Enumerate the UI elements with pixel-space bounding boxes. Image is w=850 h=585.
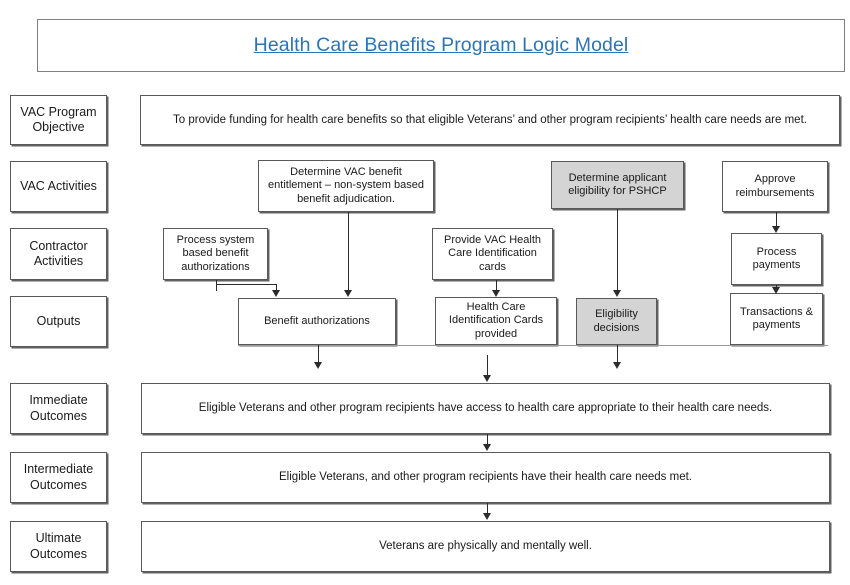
arrowhead-icon: [613, 362, 621, 369]
node-health-care-identification-cards-provided: Health Care Identification Cards provide…: [435, 297, 557, 345]
arrowhead-icon: [483, 513, 491, 520]
node-determine-applicant-eligibility-pshcp: Determine applicant eligibility for PSHC…: [551, 161, 684, 209]
arrowhead-icon: [272, 290, 280, 297]
connector-benefit-authorizations-drop: [318, 345, 319, 364]
row-label-text: VAC Program Objective: [20, 104, 97, 134]
outcome-text: Eligible Veterans and other program reci…: [198, 402, 773, 415]
node-label: Eligibility decisions: [593, 308, 640, 334]
connector-eligibility-decisions-drop: [617, 345, 618, 364]
page-title: Health Care Benefits Program Logic Model: [253, 33, 629, 56]
connector-process-system-drop: [276, 284, 277, 291]
node-eligibility-decisions: Eligibility decisions: [576, 298, 657, 345]
arrowhead-icon: [492, 290, 500, 297]
row-label-contractor-activities: Contractor Activities: [10, 228, 107, 280]
connector-entitlement-to-benefit-authorizations: [348, 212, 349, 291]
arrowhead-icon: [772, 226, 780, 233]
outcome-text: Veterans are physically and mentally wel…: [379, 540, 592, 553]
arrowhead-icon: [483, 375, 491, 382]
node-label: Health Care Identification Cards provide…: [448, 300, 544, 340]
arrowhead-icon: [344, 290, 352, 297]
arrowhead-icon: [483, 444, 491, 451]
outcome-box-immediate: Eligible Veterans and other program reci…: [141, 383, 830, 434]
row-label-vac-activities: VAC Activities: [10, 161, 107, 212]
node-benefit-authorizations: Benefit authorizations: [238, 298, 396, 345]
row-label-vac-program-objective: VAC Program Objective: [10, 95, 107, 145]
row-label-text: Intermediate Outcomes: [23, 462, 94, 492]
row-label-text: Contractor Activities: [29, 238, 88, 268]
arrowhead-icon: [613, 290, 621, 297]
node-label: Transactions & payments: [740, 305, 813, 331]
node-transactions-and-payments: Transactions & payments: [730, 293, 823, 345]
row-label-ultimate-outcomes: Ultimate Outcomes: [10, 521, 107, 572]
row-label-immediate-outcomes: Immediate Outcomes: [10, 383, 107, 434]
node-label: Process system based benefit authorizati…: [176, 233, 255, 273]
node-label: Process payments: [752, 245, 801, 271]
outcome-box-intermediate: Eligible Veterans, and other program rec…: [141, 452, 830, 503]
connector-process-system-elbow: [216, 284, 276, 285]
arrowhead-icon: [314, 362, 322, 369]
connector-provide-cards-to-cards-provided: [496, 280, 497, 291]
connector-immediate-to-intermediate: [487, 434, 488, 447]
node-label: Provide VAC Health Care Identification c…: [443, 233, 541, 273]
row-label-intermediate-outcomes: Intermediate Outcomes: [10, 452, 107, 503]
row-label-text: Immediate Outcomes: [29, 393, 88, 423]
node-provide-vac-health-care-identification-cards: Provide VAC Health Care Identification c…: [432, 228, 553, 280]
row-label-outputs: Outputs: [10, 296, 107, 347]
node-label: Determine VAC benefit entitlement – non-…: [268, 165, 424, 205]
diagram-title-box: Health Care Benefits Program Logic Model: [37, 19, 845, 72]
node-determine-vac-benefit-entitlement: Determine VAC benefit entitlement – non-…: [258, 160, 434, 212]
objective-box: To provide funding for health care benef…: [140, 95, 840, 145]
node-label: Approve reimbursements: [735, 173, 815, 199]
node-label: Determine applicant eligibility for PSHC…: [568, 171, 667, 197]
outcome-box-ultimate: Veterans are physically and mentally wel…: [141, 521, 830, 572]
row-label-text: VAC Activities: [20, 178, 97, 193]
arrowhead-icon: [772, 287, 780, 294]
connector-outputs-to-immediate-outcomes: [487, 355, 488, 377]
connector-process-system-to-benefit-authorizations: [216, 280, 217, 291]
connector-intermediate-to-ultimate: [487, 503, 488, 516]
node-process-system-based-benefit-authorizations: Process system based benefit authorizati…: [163, 228, 268, 280]
connector-approve-to-process-payments: [776, 212, 777, 226]
node-approve-reimbursements: Approve reimbursements: [722, 161, 828, 212]
connector-outputs-rail: [238, 345, 828, 346]
connector-pshcp-to-eligibility-decisions: [617, 209, 618, 291]
node-label: Benefit authorizations: [264, 314, 370, 327]
node-process-payments: Process payments: [731, 233, 822, 285]
row-label-text: Ultimate Outcomes: [30, 531, 87, 561]
objective-text: To provide funding for health care benef…: [173, 113, 807, 126]
outcome-text: Eligible Veterans, and other program rec…: [279, 471, 692, 484]
row-label-text: Outputs: [36, 313, 81, 328]
